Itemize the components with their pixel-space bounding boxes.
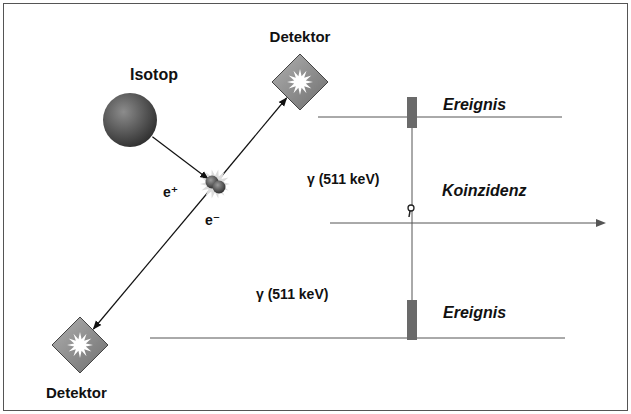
node-label: e⁻: [205, 212, 220, 228]
timing-label: Ereignis: [443, 96, 506, 114]
detector-node: Detektor: [262, 28, 340, 116]
timing-label: Koinzidenz: [442, 182, 526, 200]
node-label: Isotop: [130, 66, 178, 84]
detector-body: [52, 317, 108, 373]
detector-shape: [270, 52, 330, 112]
coincidence-marker: [408, 205, 414, 211]
positron-path: [152, 137, 208, 179]
edge-label: γ (511 keV): [254, 286, 330, 302]
edge-label: γ (511 keV): [305, 171, 381, 187]
electron-sphere: [213, 181, 226, 194]
gamma-ray: [220, 98, 286, 178]
detector-shape: [50, 315, 110, 375]
isotope-node: Isotop: [100, 66, 195, 152]
blob-shape: [200, 169, 230, 199]
sphere-shape: [102, 92, 158, 148]
isotope-sphere: [103, 93, 157, 147]
detector-node: Detektor: [40, 312, 120, 407]
node-label: Detektor: [46, 384, 107, 401]
detector-flash: [287, 69, 313, 95]
timeline: [150, 338, 565, 339]
timeline: [318, 117, 562, 118]
frame: [4, 4, 628, 411]
coincidence-marker: [409, 211, 410, 217]
node-label: Detektor: [262, 28, 338, 45]
annihilation-node: e⁻: [195, 166, 235, 234]
timing-label: Ereignis: [443, 304, 506, 322]
event-bar: [407, 300, 417, 340]
annihilation-glow: [200, 169, 230, 198]
detector-body: [272, 54, 328, 110]
gamma-ray: [93, 191, 209, 330]
time-axis: [330, 223, 598, 224]
detector-flash: [67, 332, 93, 358]
event-bar: [407, 97, 417, 128]
arrow-head: [596, 219, 606, 227]
edge-label: e⁺: [161, 184, 180, 200]
